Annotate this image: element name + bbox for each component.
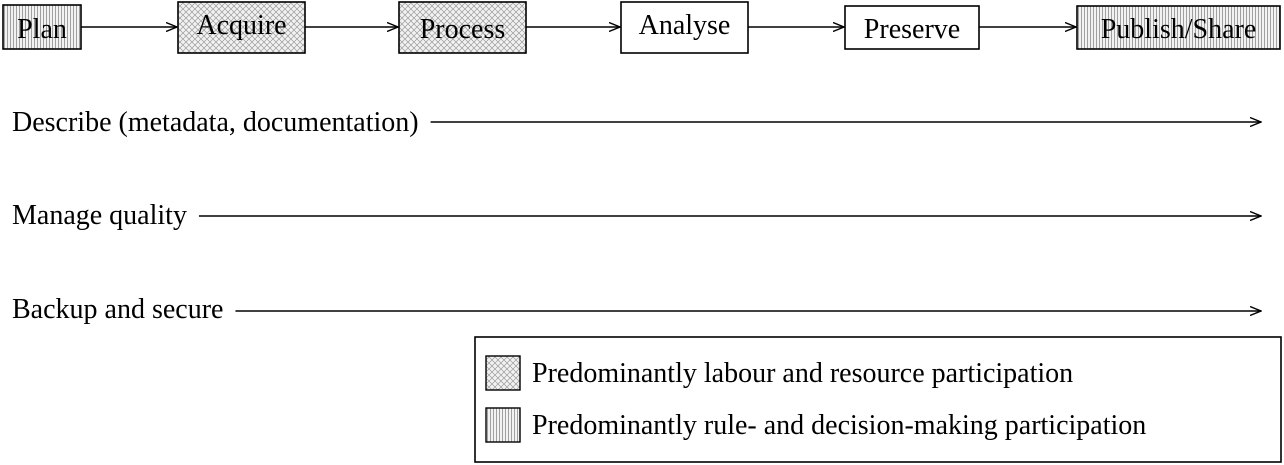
stage-box-plan-frame — [2, 4, 82, 50]
stage-box-acquire-frame — [177, 1, 306, 54]
stage-box-process: Process — [398, 1, 527, 54]
stage-label-analyse: Analyse — [639, 10, 731, 41]
legend-frame — [474, 336, 1282, 463]
cross-cutting-label-describe: Describe (metadata, documentation) — [12, 107, 419, 138]
stage-label-plan: Plan — [17, 14, 67, 45]
cross-cutting-describe: Describe (metadata, documentation) — [12, 107, 1261, 138]
legend-label-rule-making: Predominantly rule- and decision-making … — [532, 410, 1146, 441]
stage-box-plan: Plan — [2, 4, 82, 50]
cross-cutting-manage-quality: Manage quality — [12, 200, 1261, 231]
legend-label-labour: Predominantly labour and resource partic… — [532, 358, 1073, 389]
stage-label-acquire: Acquire — [196, 10, 286, 41]
stage-box-publish-share-frame — [1076, 5, 1281, 50]
stage-box-acquire: Acquire — [177, 1, 306, 54]
stage-box-publish-share: Publish/Share — [1076, 5, 1281, 50]
cross-cutting-backup: Backup and secure — [12, 294, 1261, 325]
stage-box-preserve: Preserve — [844, 5, 980, 50]
legend: Predominantly labour and resource partic… — [474, 336, 1282, 463]
cross-cutting-label-backup: Backup and secure — [12, 294, 223, 325]
legend-swatch-rule-making — [485, 407, 521, 443]
stage-box-process-frame — [398, 1, 527, 54]
legend-swatch-labour — [485, 355, 521, 391]
stage-label-process: Process — [420, 14, 506, 45]
stage-label-preserve: Preserve — [864, 14, 960, 45]
stage-box-analyse: Analyse — [620, 1, 749, 54]
stage-box-preserve-frame — [844, 5, 980, 50]
cross-cutting-label-manage-quality: Manage quality — [12, 200, 187, 231]
stage-label-publish-share: Publish/Share — [1101, 14, 1257, 45]
